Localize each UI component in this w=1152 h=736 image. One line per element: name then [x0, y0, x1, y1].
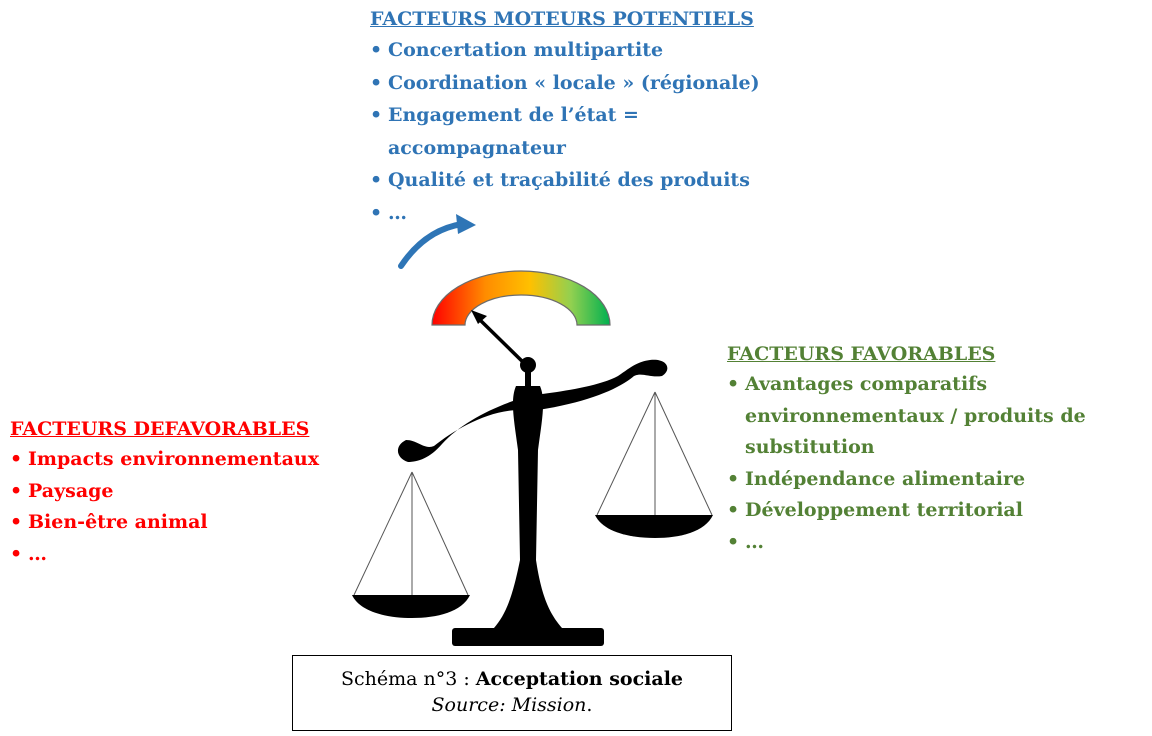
- list-item: Qualité et traçabilité des produits: [370, 164, 840, 197]
- list-item: Développement territorial: [727, 495, 1147, 527]
- favorable-factors-heading: FACTEURS FAVORABLES: [727, 343, 996, 365]
- list-item: …: [727, 527, 1147, 559]
- list-item: Indépendance alimentaire: [727, 464, 1147, 496]
- favorable-factors-list: Avantages comparatifs environnementaux /…: [727, 369, 1147, 558]
- unfavorable-factors-heading: FACTEURS DEFAVORABLES: [10, 418, 310, 440]
- list-item: …: [10, 539, 370, 571]
- list-item: Paysage: [10, 476, 370, 508]
- caption-title: Acceptation sociale: [475, 668, 684, 690]
- caption-title-line: Schéma n°3 : Acceptation sociale: [293, 666, 731, 692]
- list-item: Impacts environnementaux: [10, 444, 370, 476]
- gauge-needle: [471, 310, 528, 367]
- driving-factors-list: Concertation multipartite Coordination «…: [370, 34, 840, 229]
- driving-factors-heading: FACTEURS MOTEURS POTENTIELS: [370, 8, 754, 30]
- caption-source-suffix: .: [586, 694, 593, 716]
- caption-source-line: Source: Mission.: [293, 692, 731, 718]
- unfavorable-factors-block: FACTEURS DEFAVORABLES Impacts environnem…: [10, 418, 370, 570]
- gauge-icon: [431, 270, 611, 326]
- list-item: Engagement de l’état = accompagnateur: [370, 99, 688, 164]
- figure-caption: Schéma n°3 : Acceptation sociale Source:…: [292, 655, 732, 731]
- unfavorable-factors-list: Impacts environnementaux Paysage Bien-êt…: [10, 444, 370, 570]
- list-item: Concertation multipartite: [370, 34, 840, 67]
- balance-scale-icon: [352, 357, 713, 646]
- caption-prefix: Schéma n°3 :: [340, 668, 476, 690]
- driving-factors-block: FACTEURS MOTEURS POTENTIELS Concertation…: [370, 8, 840, 229]
- list-item: Bien-être animal: [10, 507, 370, 539]
- list-item: Avantages comparatifs environnementaux /…: [727, 369, 1140, 464]
- list-item: …: [370, 197, 840, 230]
- caption-source: Source: Mission: [431, 694, 587, 716]
- list-item: Coordination « locale » (régionale): [370, 67, 840, 100]
- favorable-factors-block: FACTEURS FAVORABLES Avantages comparatif…: [727, 343, 1147, 558]
